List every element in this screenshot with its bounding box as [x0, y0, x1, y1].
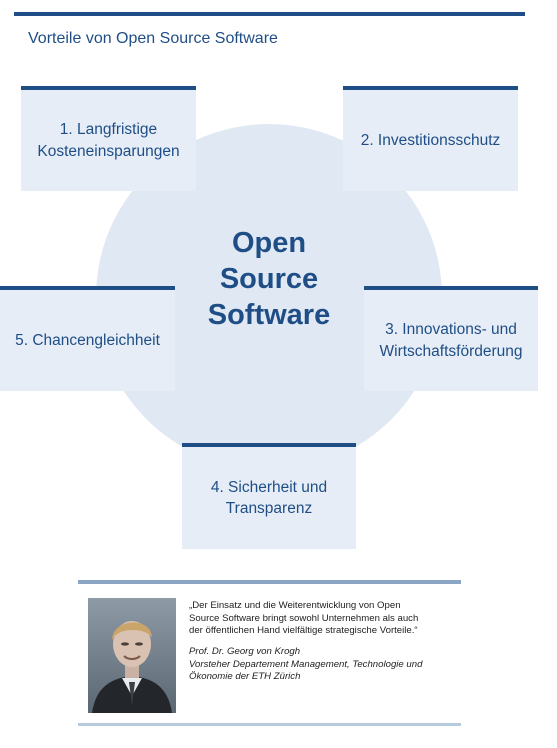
- benefit-box-4: 4. Sicherheit und Transparenz: [182, 443, 356, 549]
- quote-text: „Der Einsatz und die Weiterentwicklung v…: [189, 600, 419, 637]
- page-title: Vorteile von Open Source Software: [28, 30, 278, 47]
- benefit-label-4: 4. Sicherheit und Transparenz: [210, 478, 328, 517]
- benefit-label-5: 5. Chancengleichheit: [15, 331, 160, 349]
- quote-block: „Der Einsatz und die Weiterentwicklung v…: [189, 600, 457, 684]
- benefit-box-5: 5. Chancengleichheit: [0, 286, 175, 391]
- quote-bottom-divider: [78, 723, 461, 726]
- benefit-label-2: 2. Investitionsschutz: [360, 131, 501, 149]
- quote-top-divider: [78, 580, 461, 584]
- top-divider: [14, 12, 525, 16]
- benefit-box-2: 2. Investitionsschutz: [343, 86, 518, 191]
- benefit-label-3: 3. Innovations- und Wirtschaftsförderung: [379, 321, 523, 360]
- benefit-box-3: 3. Innovations- und Wirtschaftsförderung: [364, 286, 538, 391]
- quote-author: Prof. Dr. Georg von Krogh Vorsteher Depa…: [189, 645, 423, 683]
- center-label: Open Source Software: [207, 227, 331, 331]
- portrait-photo: [88, 598, 176, 713]
- benefit-label-1: 1. Langfristige Kosteneinsparungen: [37, 121, 180, 160]
- person-photo-icon: [88, 598, 176, 713]
- benefit-box-1: 1. Langfristige Kosteneinsparungen: [21, 86, 196, 191]
